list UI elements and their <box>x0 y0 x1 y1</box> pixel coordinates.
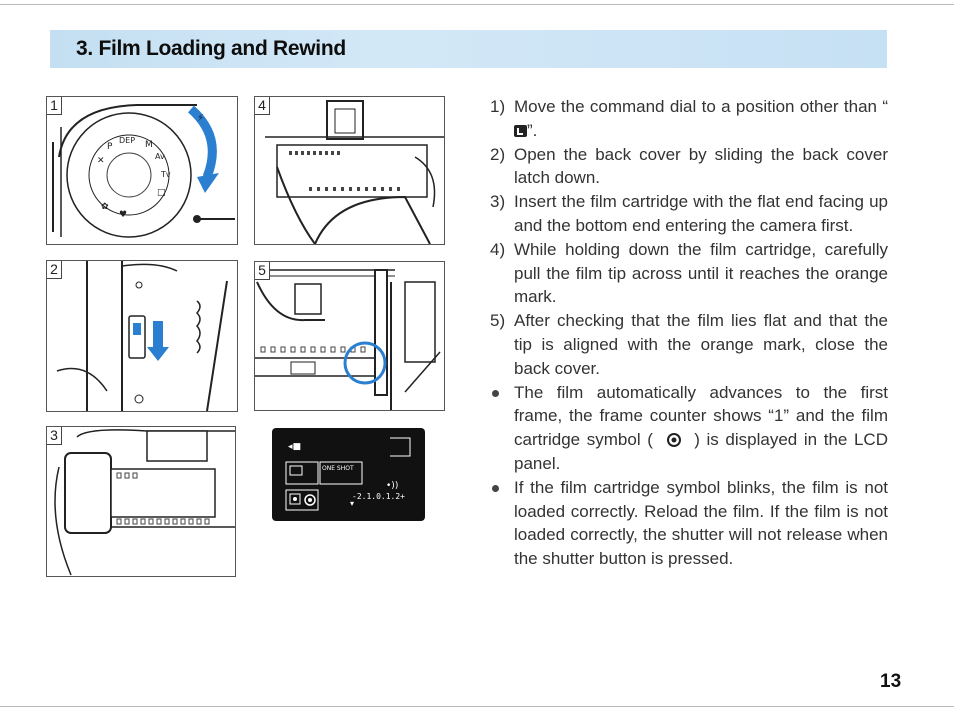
lcd-illustration: ◂■ •)) ▾ <box>285 437 411 511</box>
svg-text:✕: ✕ <box>97 156 105 166</box>
figure-5-film-tip: 5 <box>254 261 445 411</box>
instruction-step-5: 5) After checking that the film lies fla… <box>490 309 888 380</box>
instruction-step-2: 2) Open the back cover by sliding the ba… <box>490 143 888 191</box>
step-number: 4) <box>490 239 506 259</box>
top-rule <box>0 4 954 5</box>
film-cartridge-illustration <box>54 429 235 576</box>
note-text: If the film cartridge symbol blinks, the… <box>514 477 888 569</box>
figure-2-back-cover-latch: 2 <box>46 260 238 412</box>
svg-text:•)): •)) <box>386 481 398 491</box>
svg-text:Av: Av <box>155 152 165 161</box>
step-number: 3) <box>490 192 506 212</box>
note-symbol-blinks: If the film cartridge symbol blinks, the… <box>490 476 888 571</box>
section-banner: 3. Film Loading and Rewind <box>50 30 887 68</box>
bullet-icon <box>492 484 499 492</box>
step-number: 2) <box>490 144 506 164</box>
svg-text:□: □ <box>157 188 166 198</box>
lock-mode-icon <box>514 124 527 137</box>
lcd-exposure-scale: -2.1.0.1.2+ <box>352 492 405 501</box>
figure-4-opening-back: 4 <box>254 96 445 245</box>
step-number: 1) <box>490 97 506 116</box>
figure-3-film-cartridge: 3 <box>46 426 236 577</box>
film-tip-illustration <box>255 269 441 410</box>
page-number: 13 <box>880 671 902 692</box>
instruction-step-1: 1) Move the command dial to a position o… <box>490 95 888 143</box>
step-number: 5) <box>490 311 506 331</box>
figure-2-number: 2 <box>47 261 62 279</box>
back-cover-latch-illustration <box>56 261 228 411</box>
svg-text:◂■: ◂■ <box>288 442 301 452</box>
svg-text:♥: ♥ <box>119 210 127 220</box>
lcd-panel: ◂■ •)) ▾ ONE SHOT -2.1.0.1.2+ <box>272 428 425 521</box>
figure-4-number: 4 <box>255 97 270 115</box>
instruction-step-4: 4) While holding down the film cartridge… <box>490 238 888 309</box>
bottom-rule <box>0 706 954 707</box>
section-title: 3. Film Loading and Rewind <box>76 37 346 60</box>
svg-text:M: M <box>145 140 153 150</box>
note-text-before: The film automatically advances to the f… <box>514 382 888 450</box>
svg-text:P: P <box>107 142 113 152</box>
step-text: After checking that the film lies flat a… <box>514 311 888 378</box>
lcd-mode-label: ONE SHOT <box>322 465 354 472</box>
note-text-after: ) is displayed in the LCD panel. <box>514 430 888 473</box>
figure-1-command-dial: P DEP ✕ M Av Tv □ ✿ ♥ ⚡ 1 <box>46 96 238 245</box>
instruction-step-3: 3) Insert the film cartridge with the fl… <box>490 190 888 238</box>
step-text: Insert the film cartridge with the flat … <box>514 192 888 235</box>
opening-back-illustration <box>265 100 444 244</box>
figure-3-number: 3 <box>47 427 62 445</box>
note-film-advance: The film automatically advances to the f… <box>490 381 888 476</box>
svg-text:DEP: DEP <box>119 136 135 145</box>
svg-text:Tv: Tv <box>160 170 171 179</box>
step-text: While holding down the film cartridge, c… <box>514 239 888 307</box>
instructions-list: 1) Move the command dial to a position o… <box>490 95 888 571</box>
svg-text:▾: ▾ <box>350 499 354 508</box>
svg-text:✿: ✿ <box>101 202 109 212</box>
bullet-icon <box>492 389 499 397</box>
figure-5-number: 5 <box>255 262 270 280</box>
step-text-after: ”. <box>527 120 538 140</box>
command-dial-illustration: P DEP ✕ M Av Tv □ ✿ ♥ ⚡ <box>52 104 235 238</box>
figure-1-number: 1 <box>47 97 62 115</box>
step-text: Open the back cover by sliding the back … <box>514 144 888 188</box>
svg-text:⚡: ⚡ <box>197 113 204 124</box>
film-cartridge-symbol-icon <box>666 433 681 448</box>
step-text-before: Move the command dial to a position othe… <box>514 97 888 116</box>
